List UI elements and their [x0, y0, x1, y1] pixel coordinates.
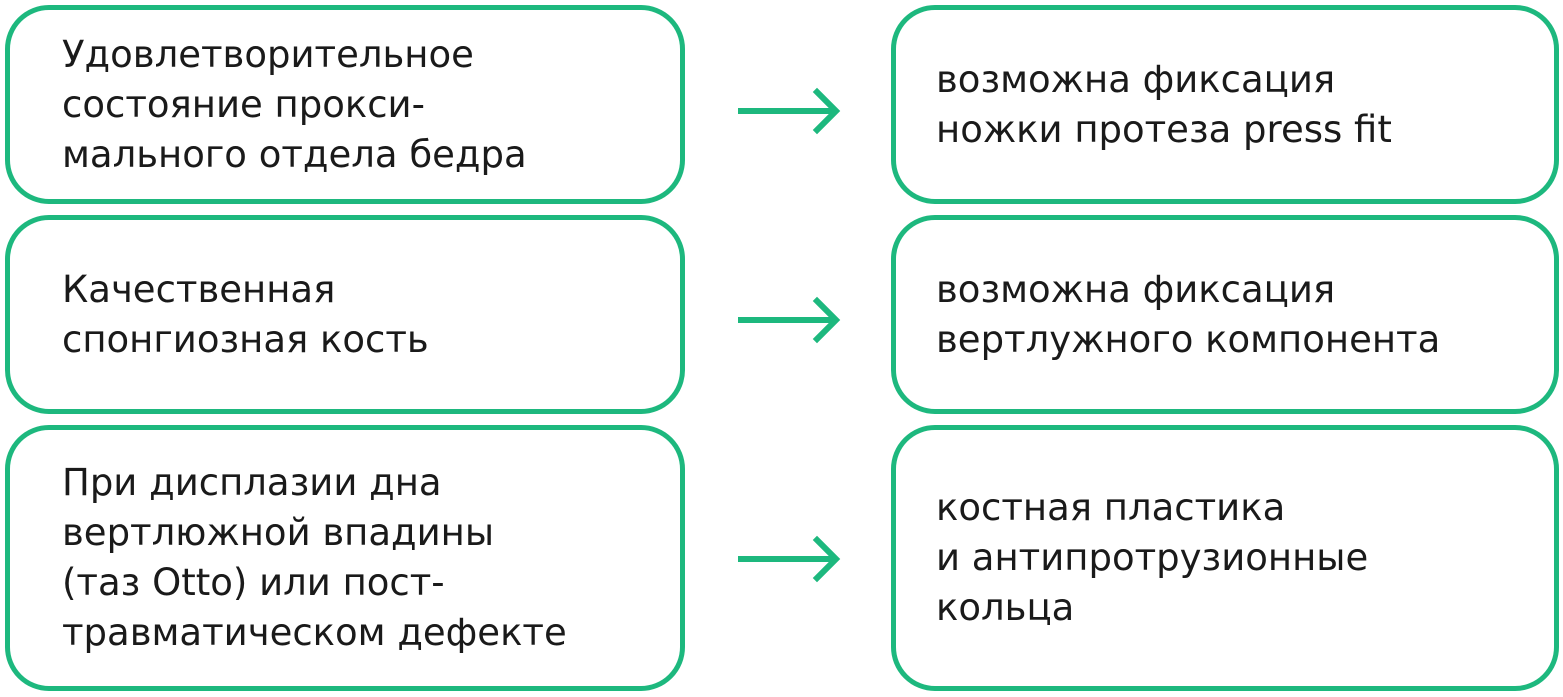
condition-box-1: Удовлетворительное состояние прокси- мал…	[5, 5, 685, 204]
result-text-2: возможна фиксация вертлужного компонента	[936, 267, 1441, 361]
arrow-right-icon	[738, 87, 841, 135]
arrow-right-icon	[738, 535, 841, 583]
condition-text-1: Удовлетворительное состояние прокси- мал…	[62, 32, 527, 176]
condition-box-2: Качественная спонгиозная кость	[5, 215, 685, 414]
result-box-3: костная пластика и антипротрузионные кол…	[891, 425, 1559, 691]
result-box-1: возможна фиксация ножки протеза press fi…	[891, 5, 1559, 204]
condition-text-2: Качественная спонгиозная кость	[62, 267, 429, 361]
arrow-right-icon	[738, 296, 841, 344]
condition-text-3: При дисплазии дна вертлюжной впадины (та…	[62, 461, 567, 654]
condition-box-3: При дисплазии дна вертлюжной впадины (та…	[5, 425, 685, 691]
result-box-2: возможна фиксация вертлужного компонента	[891, 215, 1559, 414]
result-text-3: костная пластика и антипротрузионные кол…	[936, 486, 1369, 629]
result-text-1: возможна фиксация ножки протеза press fi…	[936, 57, 1392, 151]
